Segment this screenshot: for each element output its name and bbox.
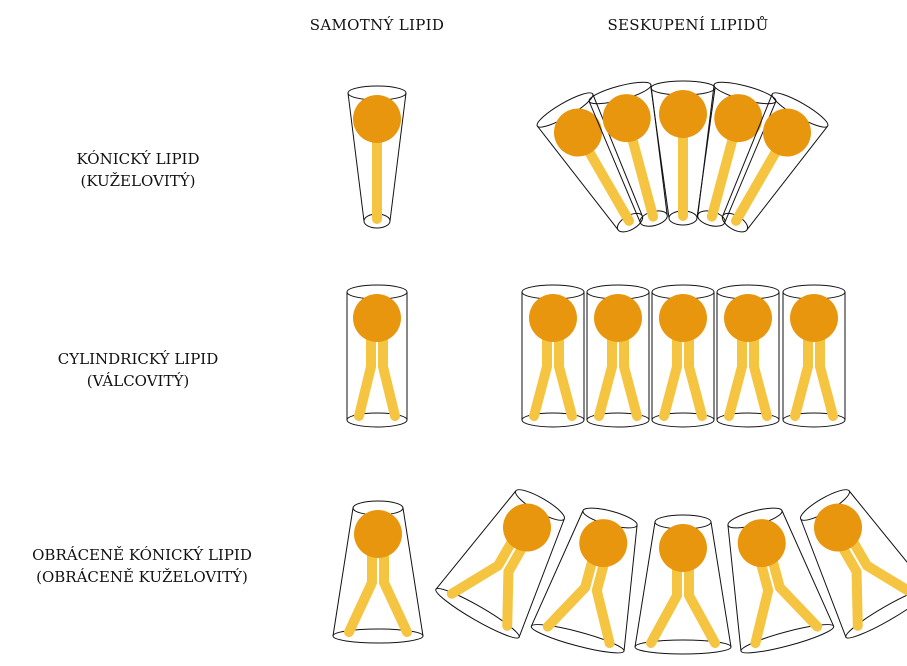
lipid-head [594,294,642,342]
lipid-head [754,100,820,166]
container-side-left [635,522,655,647]
lipid-head [529,294,577,342]
lipid-head [353,294,401,342]
container-side-left [333,508,353,636]
assembly-inverted-conical-lipid [635,515,731,654]
lipid-head [545,100,611,166]
assembly-cylindrical-lipid [522,285,584,427]
row-conical [348,78,831,245]
container-side-right [711,522,731,647]
single-cylindrical-lipid [347,285,407,427]
row-inverted-conical [333,475,907,658]
lipid-head [724,294,772,342]
assembly-inverted-conical-lipid [780,475,907,643]
single-conical-lipid [348,86,406,228]
assembly-cylindrical-lipid [587,285,649,427]
lipid-head [353,95,401,143]
assembly-cylindrical-lipid [783,285,845,427]
container-side-right [403,508,423,636]
lipid-head [574,514,633,573]
lipid-head [597,89,656,148]
lipid-head [354,510,402,558]
single-inverted-conical-lipid [333,501,423,643]
lipid-head [732,514,791,573]
lipid-head [709,89,768,148]
lipid-head [659,90,707,138]
row-cylindrical [347,285,845,427]
lipid-head [659,524,707,572]
lipid-head [659,294,707,342]
assembly-cylindrical-lipid [652,285,714,427]
lipid-head [790,294,838,342]
assembly-cylindrical-lipid [717,285,779,427]
